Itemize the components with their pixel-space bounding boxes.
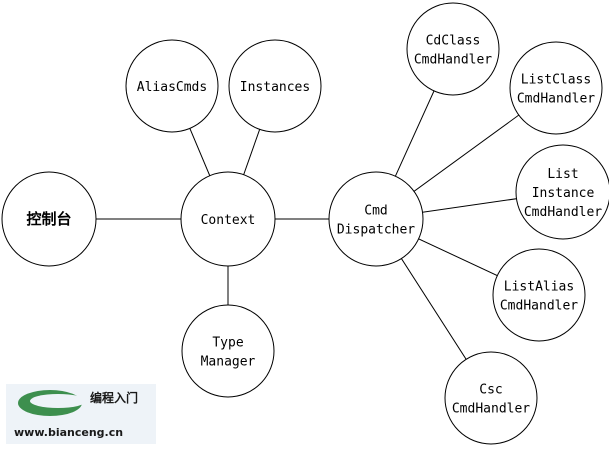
node-instances: Instances [228,39,322,133]
node-label-listclass-handler: ListClass [521,73,591,88]
node-label-listalias-handler: CmdHandler [500,299,578,314]
node-circle-alias-cmds [125,39,219,133]
node-label-alias-cmds: AliasCmds [137,80,207,95]
node-alias-cmds: AliasCmds [125,39,219,133]
node-console: 控制台 [1,171,97,267]
node-label-type-manager: Type [212,336,243,351]
node-circle-cmd-dispatcher [328,171,424,267]
watermark-swoosh-cutout [30,394,86,408]
node-circle-cdclass-handler [406,2,500,96]
node-label-listinstance-handler: List [547,167,578,182]
node-label-listclass-handler: CmdHandler [517,92,595,107]
watermark-logo: 编程入门 www.bianceng.cn [6,384,156,444]
node-circle-listclass-handler [509,41,603,135]
node-circle-csc-handler [444,351,538,445]
node-label-listinstance-handler: Instance [532,186,595,201]
node-label-csc-handler: CmdHandler [452,402,530,417]
node-label-cmd-dispatcher: Dispatcher [337,223,415,238]
node-circle-listinstance-handler [515,144,609,240]
node-context: Context [180,171,276,267]
node-label-instances: Instances [240,80,310,95]
node-circle-type-manager [181,304,275,398]
node-circle-context [180,171,276,267]
node-label-cmd-dispatcher: Cmd [364,204,387,219]
watermark-url: www.bianceng.cn [14,426,123,439]
node-circle-console [1,171,97,267]
node-circle-instances [228,39,322,133]
node-label-console: 控制台 [26,210,71,228]
node-label-cdclass-handler: CmdHandler [414,53,492,68]
node-label-listalias-handler: ListAlias [504,280,574,295]
node-label-listinstance-handler: CmdHandler [524,205,602,220]
node-label-context: Context [201,213,256,228]
node-label-type-manager: Manager [201,355,256,370]
node-label-cdclass-handler: CdClass [426,34,481,49]
watermark-title: 编程入门 [89,390,138,405]
node-circle-listalias-handler [492,248,586,342]
node-label-csc-handler: Csc [479,383,502,398]
